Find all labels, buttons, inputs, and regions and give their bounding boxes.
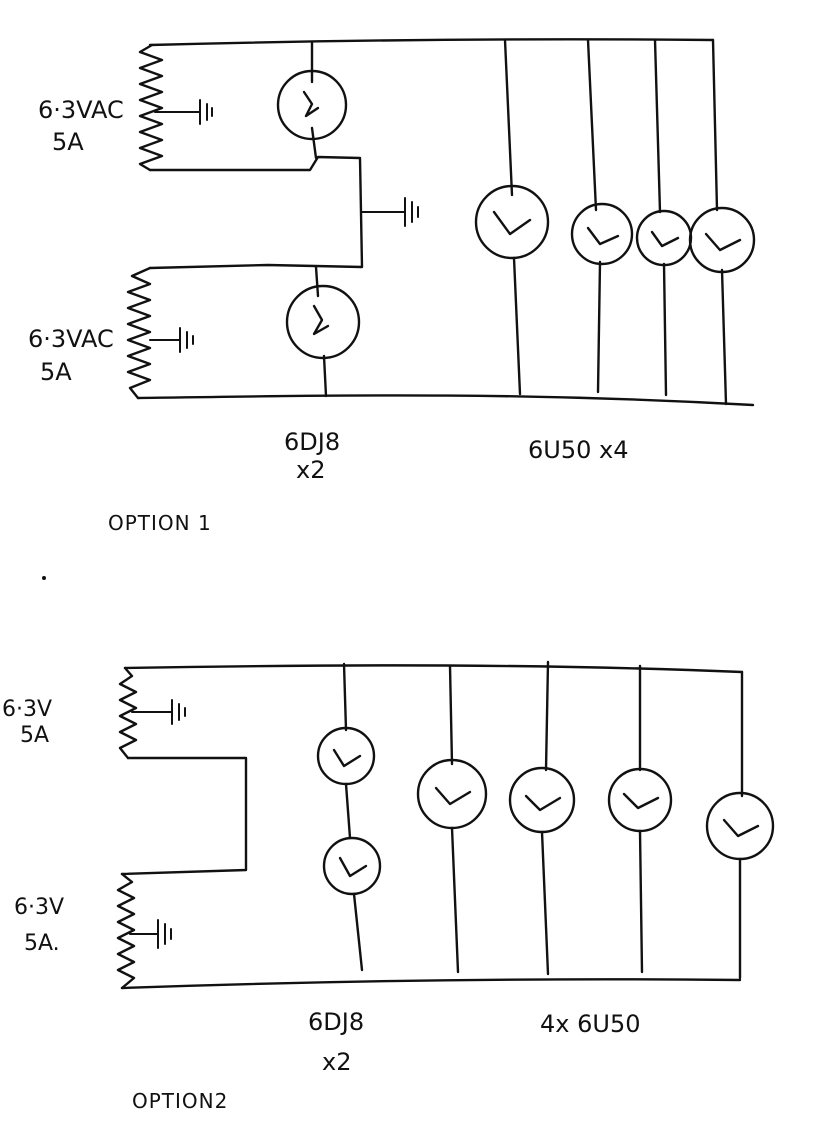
opt1-6u50-tube-3 [635,38,693,397]
opt1-6u50-tube-4 [688,38,756,406]
opt1-6dj8-count-label: x2 [296,456,325,484]
opt1-bottom-rail [136,394,755,407]
opt1-bottom-current-label: 5A [40,358,72,386]
opt1-title: OPTION 1 [108,511,212,535]
opt2-top-current-label: 5A [20,723,49,748]
opt1-ground-mid [361,197,419,227]
opt2-bottom-rail [120,978,742,990]
stray-mark [42,576,46,580]
opt2-6dj8-tube-1 [316,662,376,786]
opt1-6dj8-tube-2 [285,265,361,398]
opt1-6u50-tube-2 [570,38,634,394]
option1-diagram: 6·3VAC 5A 6·3VAC 5A 6DJ8 x2 6U50 x4 OPTI… [28,38,756,535]
opt2-bottom-winding [116,872,136,990]
opt2-top-rail [123,664,744,674]
opt2-ground-top [131,699,186,725]
opt2-6u50-tube-4 [705,670,775,980]
opt1-top-winding [138,43,164,172]
opt1-top-current-label: 5A [52,128,84,156]
opt1-ground-top [154,99,213,125]
opt2-bottom-voltage-label: 6·3V [14,895,64,920]
opt2-6dj8-count-label: x2 [322,1048,351,1076]
opt2-6dj8-tube-2 [322,782,382,972]
opt2-6u50-tube-3 [607,664,673,974]
opt1-6dj8-label: 6DJ8 [284,428,340,456]
option2-diagram: 6·3V 5A 6·3V 5A. 6DJ8 x2 4x 6U50 OPTION2 [2,660,775,1113]
opt2-6u50-tube-2 [508,660,576,976]
opt1-6u50-label: 6U50 x4 [528,436,628,464]
opt1-bottom-voltage-label: 6·3VAC [28,325,114,353]
opt1-top-rail [148,38,715,47]
opt1-ground-bottom [149,327,194,353]
opt2-title: OPTION2 [132,1089,228,1113]
opt2-6dj8-label: 6DJ8 [308,1008,364,1036]
opt2-ground-bottom [129,919,172,949]
opt2-jog-loop [120,756,248,876]
opt1-6u50-tube-1 [474,38,550,396]
opt2-bottom-current-label: 5A. [24,931,60,956]
opt2-top-voltage-label: 6·3V [2,697,52,722]
opt1-top-voltage-label: 6·3VAC [38,96,124,124]
opt1-bottom-winding [126,266,152,400]
opt1-upper-loop [148,155,364,270]
opt2-top-winding [118,666,138,760]
opt2-6u50-label: 4x 6U50 [540,1010,640,1038]
opt1-6dj8-tube-1 [276,40,348,160]
opt2-6u50-tube-1 [416,664,488,974]
